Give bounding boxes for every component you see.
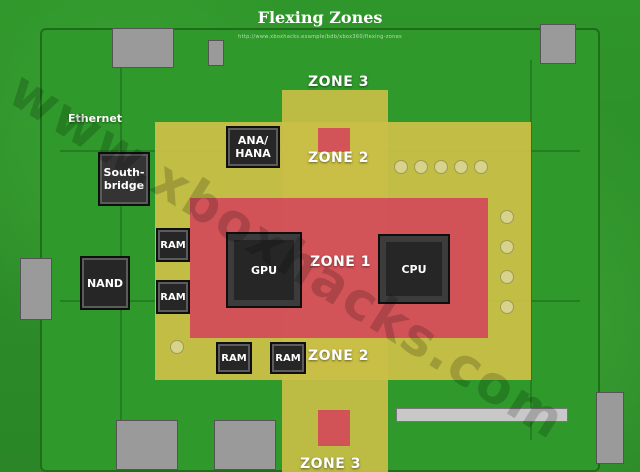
- cpu-label: CPU: [401, 262, 427, 276]
- capacitor: [394, 160, 408, 174]
- gpu-label: GPU: [250, 263, 278, 277]
- capacitor: [500, 270, 514, 284]
- zone-2-top-label: ZONE 2: [308, 150, 369, 166]
- page-subtitle: http://www.xboxhacks.example/bdb/xbox360…: [238, 34, 402, 40]
- page-title: Flexing Zones: [257, 8, 383, 27]
- ethernet-label: Ethernet: [68, 112, 123, 125]
- small-connector: [208, 40, 224, 66]
- ram-chip: RAM: [156, 280, 190, 314]
- ram-label: RAM: [275, 352, 301, 364]
- ana-hana-chip: ANA/ HANA: [226, 126, 280, 168]
- zone-1-marker-top: [318, 128, 350, 152]
- bottom-connector-left: [116, 420, 178, 470]
- gpu-chip: GPU: [226, 232, 302, 308]
- power-connector: [112, 28, 174, 68]
- capacitor: [500, 210, 514, 224]
- zone-1-label: ZONE 1: [310, 254, 371, 270]
- cpu-chip: CPU: [378, 234, 450, 304]
- pcb-trace: [120, 60, 122, 440]
- nand-label: NAND: [86, 276, 124, 290]
- capacitor: [500, 240, 514, 254]
- nand-chip: NAND: [80, 256, 130, 310]
- ana-hana-label: ANA/ HANA: [235, 134, 271, 160]
- ram-chip: RAM: [156, 228, 190, 262]
- ribbon-slot: [396, 408, 568, 422]
- bottom-connector-right: [214, 420, 276, 470]
- right-edge-connector: [596, 392, 624, 464]
- capacitor: [454, 160, 468, 174]
- capacitor: [474, 160, 488, 174]
- zone-3-top-label: ZONE 3: [308, 74, 369, 90]
- zone-1-marker-bottom: [318, 410, 350, 446]
- ram-chip: RAM: [216, 342, 252, 374]
- ram-label: RAM: [160, 239, 186, 251]
- usb-connector: [540, 24, 576, 64]
- zone-3-bottom-label: ZONE 3: [300, 456, 361, 472]
- zone-2-bottom-label: ZONE 2: [308, 348, 369, 364]
- southbridge-label: South- bridge: [103, 166, 145, 192]
- ram-chip: RAM: [270, 342, 306, 374]
- pcb-trace: [530, 60, 532, 440]
- capacitor: [434, 160, 448, 174]
- ram-label: RAM: [221, 352, 247, 364]
- side-connector: [20, 258, 52, 320]
- ram-label: RAM: [160, 291, 186, 303]
- capacitor: [414, 160, 428, 174]
- southbridge-chip: South- bridge: [98, 152, 150, 206]
- capacitor: [170, 340, 184, 354]
- capacitor: [500, 300, 514, 314]
